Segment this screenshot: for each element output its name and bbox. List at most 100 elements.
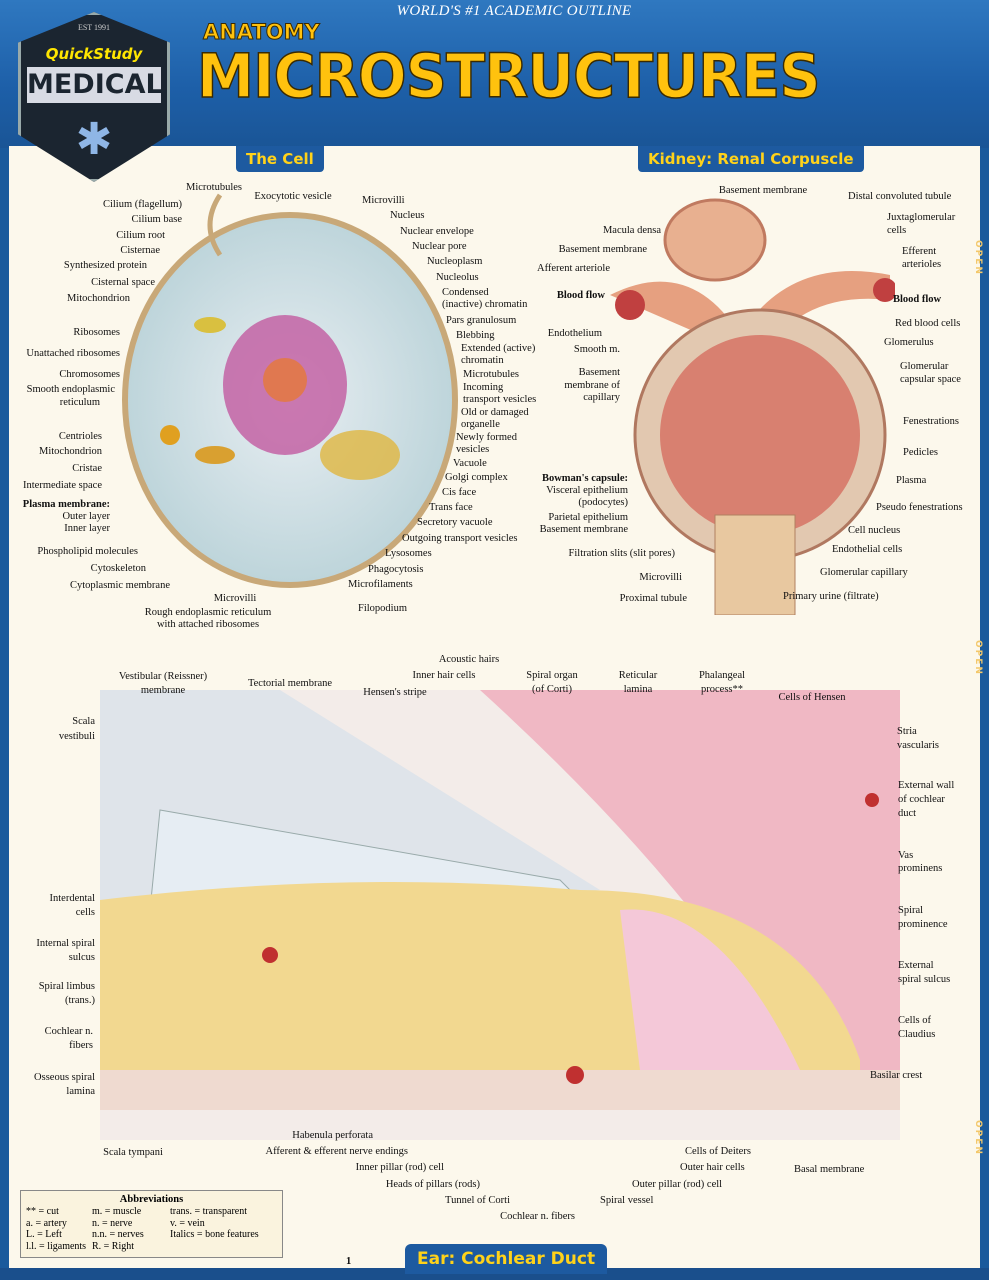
afferent-arteriole (615, 290, 645, 320)
abbreviation-item: Italics = bone features (170, 1229, 259, 1240)
cell-label: Outgoing transport vesicles (402, 533, 518, 544)
ear-label: Basal membrane (794, 1164, 865, 1175)
cell-label: Nucleoplasm (427, 256, 483, 267)
logo-brand: QuickStudy (45, 45, 143, 63)
kidney-label: Pseudo fenestrations (876, 502, 963, 513)
cell-label: chromatin (461, 355, 504, 366)
cell-label: Ribosomes (73, 327, 120, 338)
section-title-cell: The Cell (236, 146, 324, 172)
cell-label: Microtubules (186, 182, 242, 193)
cell-label: Nuclear pore (412, 241, 467, 252)
abbreviation-item: a. = artery (26, 1217, 67, 1229)
ear-label: Tunnel of Corti (445, 1195, 510, 1206)
kidney-label: Glomerular capillary (820, 567, 908, 578)
cilium (207, 193, 223, 257)
kidney-label: Glomerular (900, 361, 949, 372)
cochlear-duct-illustration (100, 690, 900, 1140)
open-tab-2: OPEN (973, 640, 983, 676)
kidney-label: Blood flow (893, 294, 942, 305)
ear-label: Cochlear n. fibers (500, 1211, 575, 1222)
kidney-label: (podocytes) (578, 497, 628, 508)
ear-label: lamina (623, 684, 653, 695)
kidney-label: Basement membrane (718, 185, 808, 196)
kidney-illustration (610, 198, 895, 615)
ear-label: prominence (898, 919, 948, 930)
ear-label: Phalangeal (698, 670, 746, 681)
cell-label: Cilium base (131, 214, 182, 225)
spiral-vessel (566, 1066, 584, 1084)
kidney-label: Macula densa (602, 225, 661, 236)
kidney-label: Plasma (896, 475, 927, 486)
ear-label: Spiral organ (526, 670, 578, 681)
ear-label: Cells of Hensen (778, 692, 846, 703)
kidney-label: Distal convoluted tubule (848, 191, 952, 202)
cell-label: Phospholipid molecules (37, 546, 138, 557)
cell-label: Vacuole (453, 458, 487, 469)
efferent-arteriole (873, 278, 895, 302)
basilar-membrane (100, 1070, 900, 1110)
cell-label: Cytoplasmic membrane (69, 580, 170, 591)
kidney-label: Parietal epithelium (548, 512, 628, 523)
cell-label: Cristae (72, 463, 102, 474)
abbreviation-item: ** = cut (26, 1206, 59, 1217)
kidney-label: Pedicles (903, 447, 938, 458)
cell-label: Filopodium (358, 603, 408, 614)
kidney-label: Endothelial cells (832, 544, 903, 555)
kidney-label: Filtration slits (slit pores) (568, 548, 675, 559)
cell-label: Synthesized protein (63, 260, 147, 271)
ear-label: Afferent & efferent nerve endings (265, 1146, 408, 1157)
cell-label: Newly formed (456, 432, 517, 443)
kidney-label: Primary urine (filtrate) (783, 591, 879, 602)
kidney-label: arterioles (902, 259, 942, 270)
ear-label: sulcus (68, 952, 95, 963)
cell-label: Cis face (442, 487, 477, 498)
kidney-label: Basement membrane (558, 244, 647, 255)
glomerulus (660, 335, 860, 535)
cell-label: Secretory vacuole (417, 517, 493, 528)
cell-label: Inner layer (64, 523, 110, 534)
cell-label: Pars granulosum (446, 315, 517, 326)
abbreviation-item: R. = Right (92, 1240, 135, 1252)
abbreviation-item: m. = muscle (92, 1206, 142, 1217)
ear-label: vascularis (897, 740, 939, 751)
abbreviations-title: Abbreviations (119, 1194, 184, 1205)
kidney-label: Efferent (902, 246, 937, 257)
kidney-label: Cell nucleus (848, 525, 901, 536)
ear-label: cells (75, 907, 95, 918)
abbreviation-item: n.n. = nerves (92, 1229, 144, 1240)
kidney-label: cells (887, 225, 907, 236)
section-title-ear: Ear: Cochlear Duct (405, 1244, 608, 1274)
abbreviation-item: l.l. = ligaments (26, 1240, 87, 1252)
ear-label: Inner hair cells (412, 670, 476, 681)
cell-label: Cisternal space (91, 277, 155, 288)
ear-label: Outer hair cells (680, 1162, 745, 1173)
cell-label: Mitochondrion (67, 293, 130, 304)
cell-label: with attached ribosomes (156, 619, 260, 630)
cell-label: Smooth endoplasmic (26, 384, 115, 395)
cell-label: Plasma membrane: (22, 499, 110, 510)
kidney-label: Basement (578, 367, 620, 378)
cell-label: Unattached ribosomes (26, 348, 120, 359)
ear-label: Tectorial membrane (247, 678, 333, 689)
cell-label: transport vesicles (463, 394, 537, 405)
distal-tubule (663, 198, 767, 282)
cell-label: Microvilli (362, 195, 405, 206)
ear-label: Scala tympani (103, 1147, 163, 1158)
ear-label: Spiral (898, 905, 924, 916)
ear-label: External (898, 960, 934, 971)
ear-label: Osseous spiral (34, 1072, 95, 1083)
cell-label: Cisternae (120, 245, 160, 256)
abbreviation-item (170, 1241, 277, 1253)
ear-label: Stria (897, 726, 917, 737)
bottom-border (0, 1268, 989, 1280)
cell-label: Centrioles (58, 431, 102, 442)
kidney-label: Red blood cells (895, 318, 961, 329)
ear-label: Internal spiral (36, 938, 95, 949)
kidney-label: Proximal tubule (619, 593, 687, 604)
cell-label: vesicles (456, 444, 490, 455)
ear-label: Spiral vessel (600, 1195, 654, 1206)
cell-label: (inactive) chromatin (442, 299, 528, 310)
cell-label: Chromosomes (59, 369, 120, 380)
ear-label: External wall (898, 780, 955, 791)
cell-label: reticulum (59, 397, 100, 408)
